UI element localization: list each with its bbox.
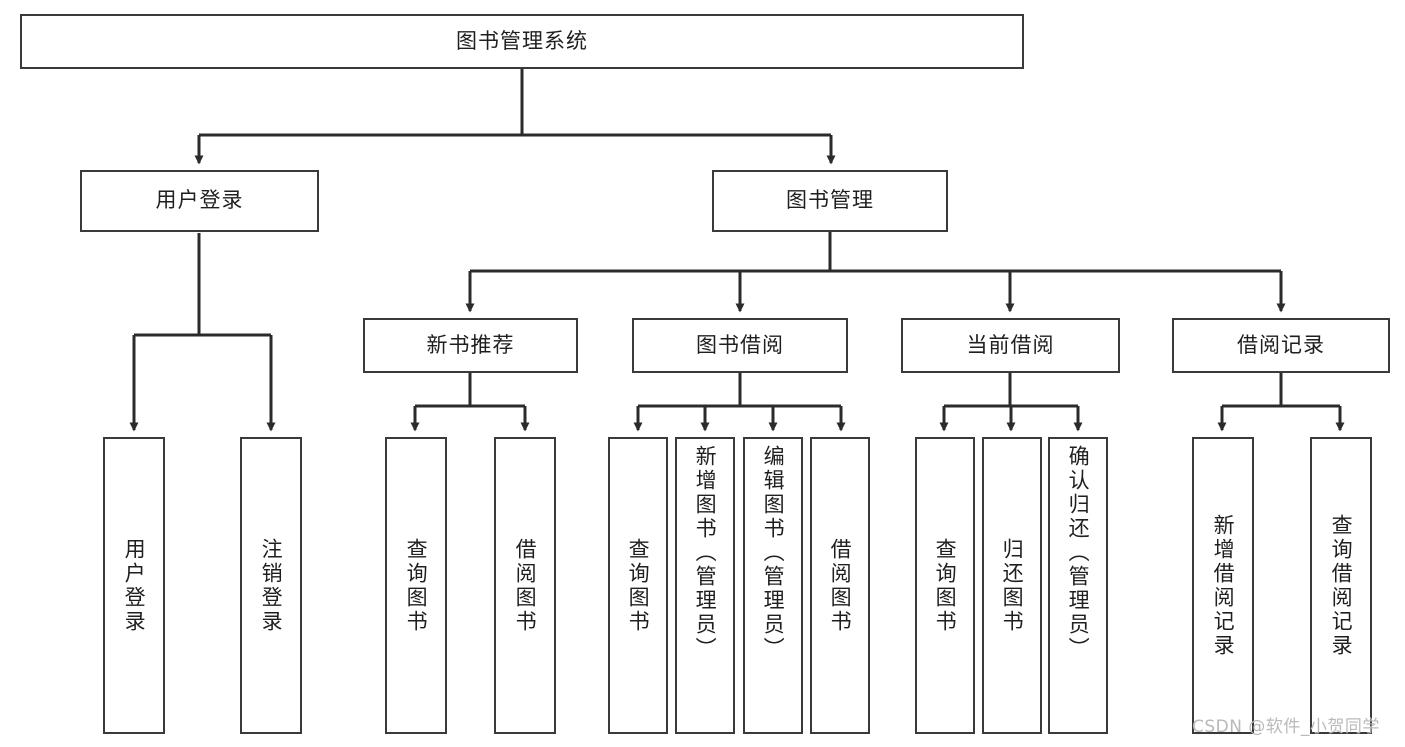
node-label: 借阅记录 bbox=[1237, 332, 1325, 357]
node-book-borrow[interactable]: 图书借阅 bbox=[632, 318, 848, 373]
node-label: 确认归还（管理员） bbox=[1066, 445, 1091, 661]
node-current-borrow[interactable]: 当前借阅 bbox=[901, 318, 1120, 373]
node-label: 编辑图书（管理员） bbox=[761, 445, 786, 661]
leaf-book-borrow-borrow-book[interactable]: 借阅图书 bbox=[810, 437, 870, 734]
node-label: 查询图书 bbox=[626, 537, 651, 634]
node-label: 图书借阅 bbox=[696, 332, 784, 357]
node-label: 当前借阅 bbox=[966, 332, 1055, 357]
node-label: 图书管理 bbox=[786, 188, 874, 213]
node-label: 查询图书 bbox=[404, 537, 429, 634]
leaf-current-borrow-return-book[interactable]: 归还图书 bbox=[982, 437, 1042, 734]
leaf-user-login-login[interactable]: 用户登录 bbox=[103, 437, 165, 734]
node-label: 新书推荐 bbox=[426, 332, 515, 357]
node-label: 查询图书 bbox=[933, 537, 958, 634]
leaf-new-book-borrow-book[interactable]: 借阅图书 bbox=[494, 437, 556, 734]
node-label: 查询借阅记录 bbox=[1329, 513, 1354, 658]
leaf-book-borrow-add-book-admin[interactable]: 新增图书（管理员） bbox=[675, 437, 735, 734]
node-label: 注销登录 bbox=[259, 537, 284, 634]
node-label: 新增图书（管理员） bbox=[693, 445, 718, 661]
leaf-current-borrow-query-book[interactable]: 查询图书 bbox=[915, 437, 975, 734]
leaf-new-book-query-book[interactable]: 查询图书 bbox=[385, 437, 447, 734]
leaf-user-login-logout[interactable]: 注销登录 bbox=[240, 437, 302, 734]
node-new-book-recommend[interactable]: 新书推荐 bbox=[363, 318, 578, 373]
node-label: 借阅图书 bbox=[513, 537, 538, 634]
leaf-borrow-record-query-record[interactable]: 查询借阅记录 bbox=[1310, 437, 1372, 734]
node-label: 借阅图书 bbox=[828, 537, 853, 634]
node-label: 图书管理系统 bbox=[456, 28, 588, 53]
node-borrow-record[interactable]: 借阅记录 bbox=[1172, 318, 1390, 373]
node-label: 用户登录 bbox=[122, 537, 147, 634]
leaf-book-borrow-query-book[interactable]: 查询图书 bbox=[608, 437, 668, 734]
node-user-login[interactable]: 用户登录 bbox=[80, 170, 319, 232]
leaf-current-borrow-confirm-return-admin[interactable]: 确认归还（管理员） bbox=[1048, 437, 1108, 734]
node-label: 用户登录 bbox=[155, 188, 244, 213]
node-book-management[interactable]: 图书管理 bbox=[712, 170, 948, 232]
watermark: CSDN @软件_小贺同学 bbox=[1192, 717, 1380, 737]
leaf-borrow-record-add-record[interactable]: 新增借阅记录 bbox=[1192, 437, 1254, 734]
leaf-book-borrow-edit-book-admin[interactable]: 编辑图书（管理员） bbox=[743, 437, 803, 734]
node-root-book-management-system[interactable]: 图书管理系统 bbox=[20, 14, 1024, 69]
node-label: 归还图书 bbox=[1000, 537, 1025, 634]
node-label: 新增借阅记录 bbox=[1211, 513, 1236, 658]
